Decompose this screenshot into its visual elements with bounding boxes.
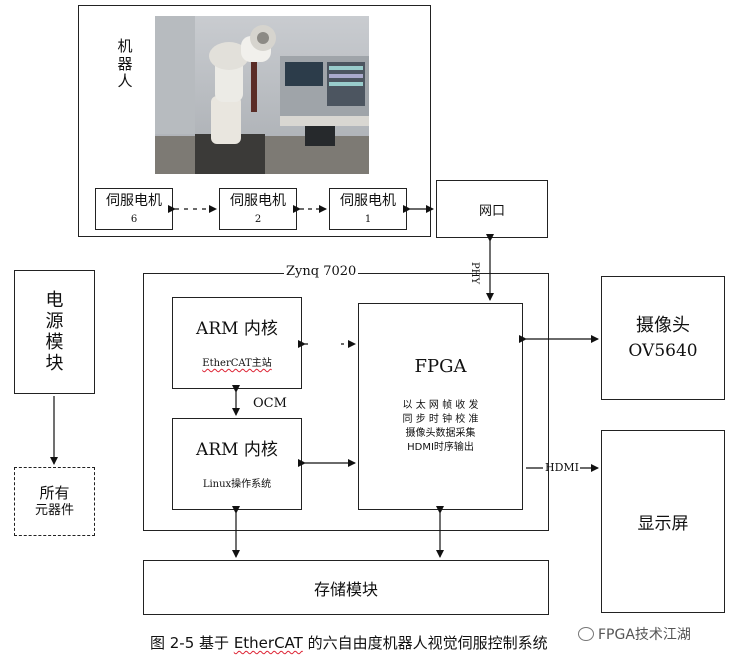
- watermark-text: FPGA技术江湖: [598, 627, 691, 643]
- fpga-line-4: HDMI时序输出: [407, 442, 474, 453]
- arm2-subtitle: Linux操作系统: [202, 479, 272, 490]
- display-box: 显示屏: [601, 430, 725, 613]
- network-port-label: 网口: [478, 203, 505, 219]
- servo-1-number: 1: [364, 213, 372, 225]
- robot-label-char-1: 机: [117, 37, 133, 55]
- arm-core-linux: ARM 内核 Linux操作系统: [172, 418, 302, 510]
- servo-2-title: 伺服电机: [230, 193, 286, 209]
- storage-module-box: 存储模块: [143, 560, 549, 615]
- fpga-title: FPGA: [414, 356, 467, 377]
- robot-photo: [155, 16, 369, 174]
- servo-motor-1: 伺服电机 1: [329, 188, 407, 230]
- display-label: 显示屏: [637, 514, 689, 534]
- wechat-icon: [578, 627, 594, 641]
- camera-line1: 摄像头: [636, 315, 690, 337]
- arm1-subtitle: EtherCAT主站: [202, 358, 272, 369]
- fpga-box: FPGA 以 太 网 帧 收 发 同 步 时 钟 校 准 摄像头数据采集 HDM…: [358, 303, 523, 510]
- servo-1-title: 伺服电机: [340, 193, 396, 209]
- figure-caption: 图 2-5 基于 EtherCAT 的六自由度机器人视觉伺服控制系统: [150, 632, 548, 653]
- caption-rest: 的六自由度机器人视觉伺服控制系统: [302, 634, 548, 652]
- all-components-box: 所有 元器件: [14, 467, 95, 536]
- all-components-line2: 元器件: [34, 502, 74, 518]
- network-port-box: 网口: [436, 180, 548, 238]
- servo-6-number: 6: [130, 213, 138, 225]
- fpga-line-2: 同 步 时 钟 校 准: [402, 414, 479, 425]
- hdmi-label: HDMI: [545, 461, 580, 474]
- watermark: FPGA技术江湖: [578, 624, 691, 644]
- ocm-label: OCM: [253, 396, 287, 411]
- storage-label: 存储模块: [313, 579, 378, 599]
- camera-box: 摄像头 OV5640: [601, 276, 725, 400]
- power-char-2: 源: [45, 310, 64, 332]
- caption-prefix: 图 2-5 基于: [150, 634, 234, 652]
- fpga-line-3: 摄像头数据采集: [405, 428, 476, 439]
- robot-label: 机 器 人: [112, 37, 138, 91]
- arm-core-ethercat: ARM 内核 EtherCAT主站: [172, 297, 302, 389]
- all-components-line1: 所有: [39, 483, 70, 502]
- servo-motor-2: 伺服电机 2: [219, 188, 297, 230]
- power-char-3: 模: [45, 332, 64, 353]
- servo-2-number: 2: [254, 213, 262, 225]
- servo-6-title: 伺服电机: [106, 193, 162, 209]
- robot-label-char-3: 人: [117, 72, 133, 91]
- power-module-box: 电 源 模 块: [14, 270, 95, 394]
- caption-ethercat: EtherCAT: [233, 634, 303, 652]
- power-char-4: 块: [45, 353, 64, 375]
- fpga-line-1: 以 太 网 帧 收 发: [402, 400, 479, 411]
- arm2-title: ARM 内核: [196, 440, 278, 460]
- camera-line2: OV5640: [628, 340, 698, 361]
- arm1-title: ARM 内核: [196, 319, 278, 339]
- robot-label-char-2: 器: [117, 54, 133, 73]
- power-char-1: 电: [45, 289, 64, 311]
- servo-motor-6: 伺服电机 6: [95, 188, 173, 230]
- zynq-label: Zynq 7020: [284, 264, 359, 279]
